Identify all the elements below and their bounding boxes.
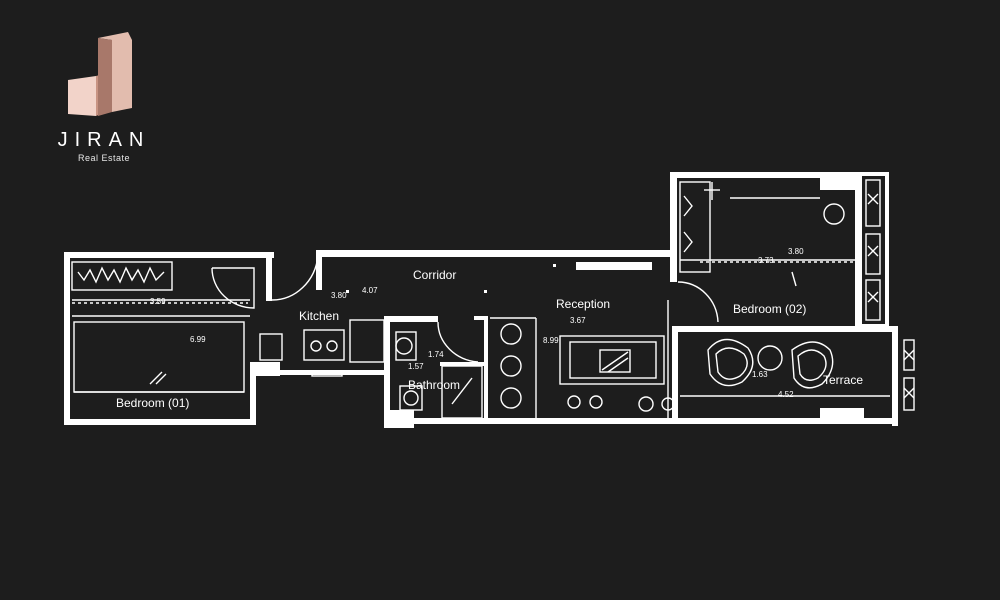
room-label-corridor: Corridor [413,268,457,282]
dimension-terrace-depth: 1.63 [752,370,768,379]
room-label-reception: Reception [556,297,611,311]
room-label-terrace: Terrace [823,373,864,387]
brand-name: JIRAN [57,129,151,151]
dimension-bedroom-01-depth: 6.99 [190,335,206,344]
dimension-reception-width: 8.99 [543,336,559,345]
walls [64,172,898,428]
corridor-marks [346,264,556,293]
room-label-bedroom-01: Bedroom (01) [116,396,190,410]
bedroom-02-door-swing [677,281,719,323]
dimension-bathroom-a: 1.74 [428,350,444,359]
fixtures [71,179,915,419]
bedroom-01-door-swing [211,267,255,309]
dimension-reception-depth: 3.67 [570,316,586,325]
jiran-logo-mark [68,32,132,116]
dimension-kitchen-a: 3.80 [331,291,347,300]
room-label-bedroom-02: Bedroom (02) [733,302,807,316]
kitchen-door-swing [271,255,319,301]
brand-subtitle: Real Estate [77,153,131,163]
dimension-bathroom-b: 1.57 [408,362,424,371]
dimension-bedroom-01-width: 3.59 [150,297,166,306]
dimension-bedroom-02-a: 3.73 [758,256,774,265]
dimension-bedroom-02-b: 3.80 [788,247,804,256]
room-label-kitchen: Kitchen [299,309,340,323]
dimension-kitchen-b: 4.07 [362,286,378,295]
dimension-terrace-width: 4.52 [778,390,794,399]
room-label-bathroom: Bathroom [408,378,461,392]
